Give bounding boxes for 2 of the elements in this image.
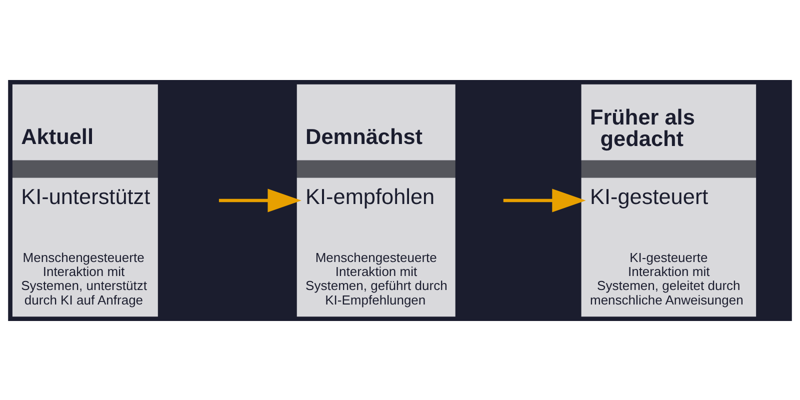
arrow [503, 188, 586, 212]
arrow [218, 188, 302, 212]
